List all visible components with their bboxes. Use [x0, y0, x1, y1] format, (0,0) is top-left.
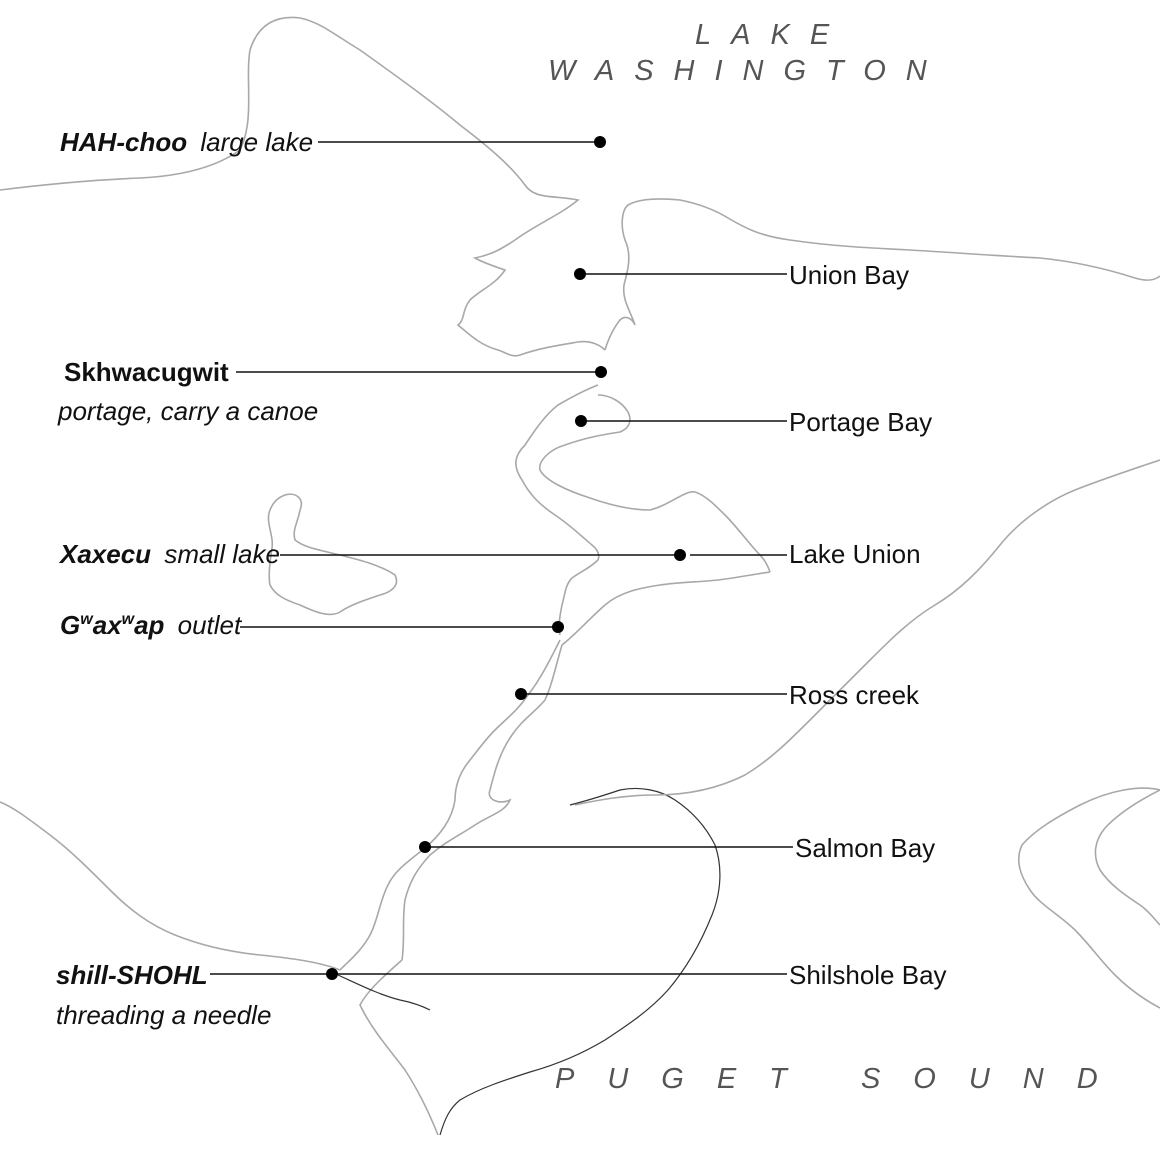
shilshole-peninsula [337, 974, 431, 1011]
east-lower-shore [1094, 789, 1160, 926]
label-skhwacugwit-meaning: portage, carry a canoe [57, 396, 318, 426]
label-portage-bay: Portage Bay [789, 407, 932, 437]
label-hah-choo: HAH-choo large lake [60, 127, 313, 157]
label-shill-shohl-name: shill-SHOHL [56, 960, 208, 990]
label-skhwacugwit-name: Skhwacugwit [64, 357, 229, 387]
label-gwaxwap-part3: ap [134, 610, 164, 640]
shorelines [0, 16, 1160, 1136]
far-east-shore [1018, 787, 1160, 1009]
label-hah-choo-name: HAH-choo [60, 127, 187, 157]
label-union-bay: Union Bay [789, 260, 909, 290]
magnolia-shore [0, 801, 341, 971]
label-hah-choo-meaning: large lake [200, 127, 313, 157]
lake-washington-label-line2: WASHINGTON [548, 55, 947, 87]
green-lake [267, 493, 398, 616]
marker-shill-shohl [326, 968, 338, 980]
lake-washington-label-line1: LAKE [695, 19, 849, 51]
label-gwaxwap-meaning: outlet [178, 610, 243, 640]
label-xaxecu: Xaxecu small lake [58, 539, 280, 569]
label-gwaxwap-sup2: w [122, 611, 136, 628]
lake-washington-west-shore [0, 16, 606, 357]
lake-union-east-shore [561, 571, 771, 646]
label-gwaxwap-part1: G [60, 610, 80, 640]
marker-union-bay [574, 268, 586, 280]
marker-gwaxwap [552, 621, 564, 633]
label-gwaxwap-sup1: w [80, 611, 94, 628]
shilshole-south-shore [359, 959, 439, 1136]
portage-bay-inner [539, 394, 771, 573]
marker-ross-creek [515, 688, 527, 700]
label-xaxecu-name: Xaxecu [58, 539, 151, 569]
lake-union-west-shore [558, 559, 599, 636]
label-salmon-bay: Salmon Bay [795, 833, 935, 863]
elliott-bay-shore [439, 787, 721, 1136]
union-bay-east-shore [604, 198, 1160, 351]
leader-lines [210, 141, 793, 975]
marker-portage-bay [575, 415, 587, 427]
label-lake-union: Lake Union [789, 539, 921, 569]
ship-canal-west [339, 639, 561, 971]
label-xaxecu-meaning: small lake [164, 539, 280, 569]
place-markers [326, 136, 686, 980]
portage-bay-shore [515, 384, 600, 561]
puget-sound-label: PUGET SOUND [555, 1063, 1131, 1095]
marker-skhwacugwit [595, 366, 607, 378]
label-shilshole-bay: Shilshole Bay [789, 960, 947, 990]
label-gwaxwap-part2: ax [93, 610, 123, 640]
marker-lake-union [674, 549, 686, 561]
east-ridge-shore [574, 459, 1160, 806]
marker-hah-choo [594, 136, 606, 148]
label-shill-shohl-meaning: threading a needle [56, 1000, 271, 1030]
label-gwaxwap: Gwaxwap outlet [60, 610, 243, 640]
label-ross-creek: Ross creek [789, 680, 920, 710]
ship-canal-east [401, 644, 563, 961]
marker-salmon-bay [419, 841, 431, 853]
